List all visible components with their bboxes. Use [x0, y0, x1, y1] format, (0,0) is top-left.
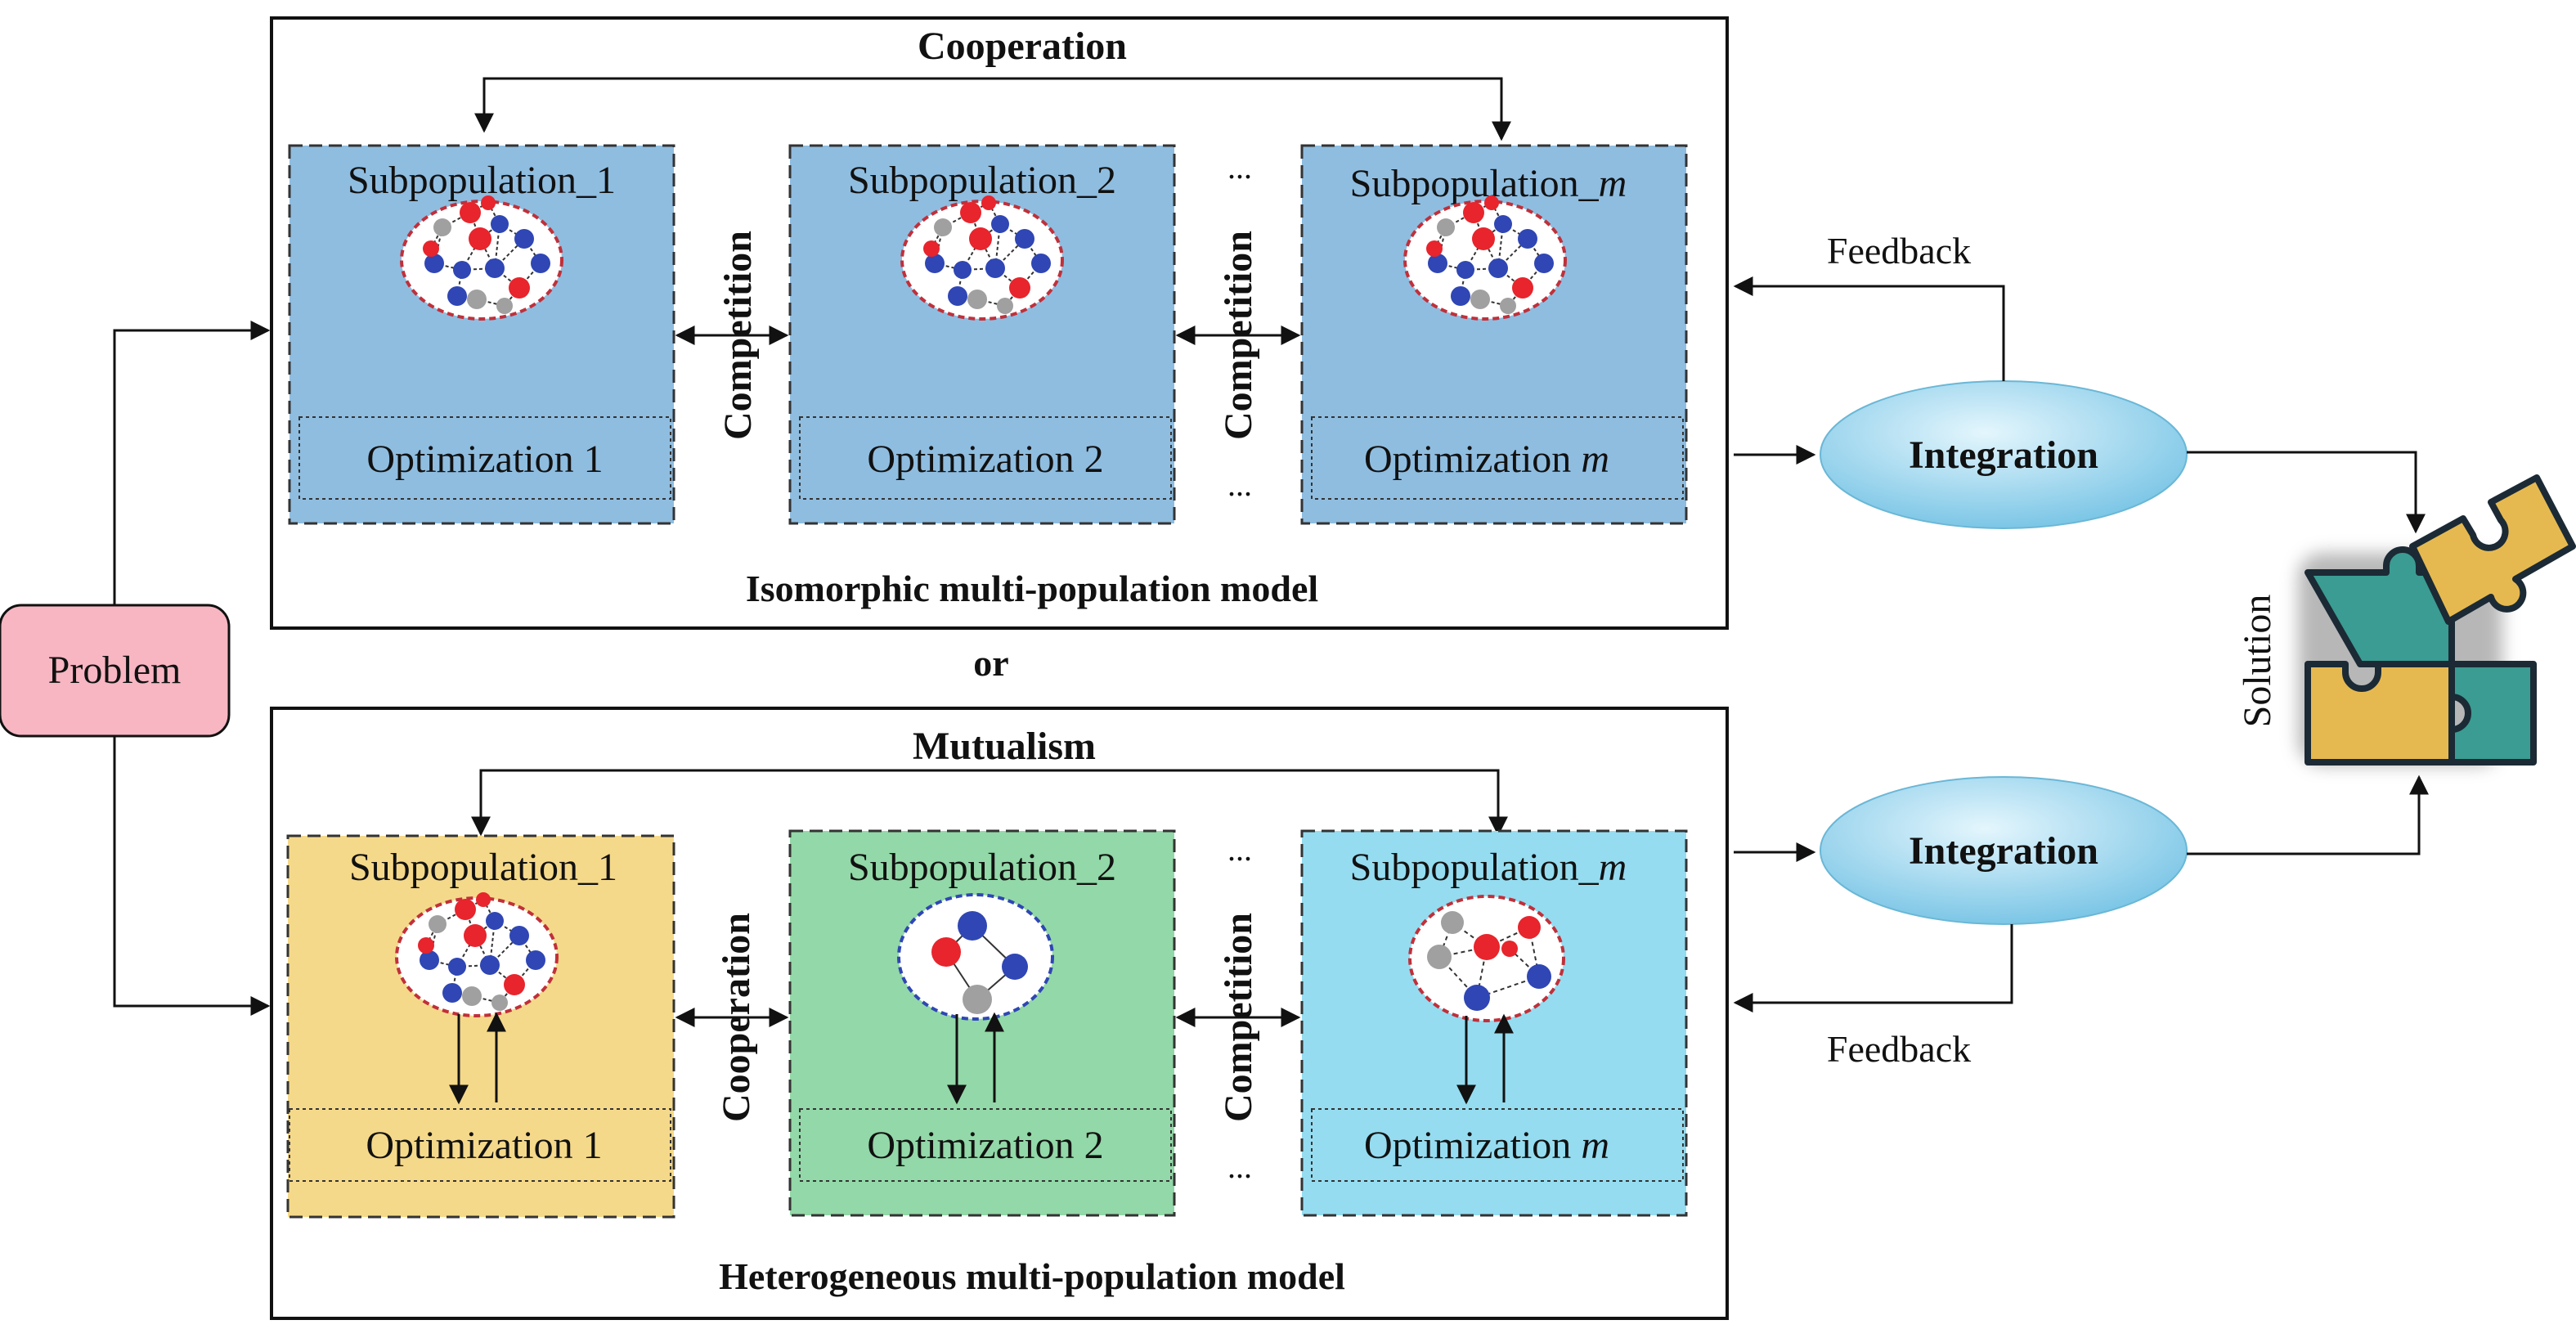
heterogeneous-model: Mutualism Subpopulation_1 Optimization 1…	[270, 707, 1729, 1320]
hetero-ellipsis-bottom: ...	[1227, 1148, 1252, 1185]
iso-feedback-arrow	[1733, 276, 2005, 381]
hetero-mutualism-label: Mutualism	[913, 725, 1096, 768]
solution: Solution	[2236, 474, 2576, 766]
isomorphic-frame	[270, 16, 1729, 630]
iso-subpopulation-1: Subpopulation_1 Optimization 1	[288, 144, 675, 525]
puzzle-icon	[2298, 474, 2576, 766]
problem-node: Problem	[0, 604, 231, 738]
iso-competition-label-2: Competition	[1217, 231, 1260, 440]
iso-feedback-label: Feedback	[1827, 230, 1971, 272]
problem-connectors	[113, 321, 271, 1016]
hetero-subm-network	[1408, 895, 1565, 1022]
hetero-sub2-optimization: Optimization 2	[867, 1124, 1103, 1167]
hetero-subm-name: Subpopulation_m	[1350, 846, 1627, 889]
iso-ellipsis-bottom: ...	[1227, 466, 1252, 503]
hetero-subpopulation-2: Subpopulation_2 Optimization 2	[788, 829, 1176, 1217]
iso-sub2-network	[900, 195, 1064, 321]
iso-ellipsis-top: ...	[1227, 149, 1252, 186]
hetero-subpopulation-1: Subpopulation_1 Optimization 1	[286, 834, 675, 1219]
iso-sub1-optimization: Optimization 1	[366, 438, 603, 481]
iso-cooperation-arrow	[474, 77, 1511, 141]
iso-competition-label-1: Competition	[716, 231, 760, 440]
hetero-sub1-network	[395, 892, 559, 1017]
hetero-sub1-name: Subpopulation_1	[349, 846, 617, 889]
hetero-integration: Integration Feedback	[1733, 775, 2429, 1070]
hetero-mutualism-arrow	[471, 769, 1508, 837]
hetero-sub2-name: Subpopulation_2	[848, 846, 1116, 889]
iso-subm-optimization: Optimization m	[1364, 438, 1609, 481]
heterogeneous-frame	[270, 707, 1729, 1320]
hetero-feedback-label: Feedback	[1827, 1028, 1971, 1070]
heterogeneous-model-title: Heterogeneous multi-population model	[719, 1255, 1345, 1297]
isomorphic-model: Cooperation Subpopulation_1 Optimization…	[270, 16, 1729, 630]
iso-sub2-name: Subpopulation_2	[848, 159, 1116, 202]
hetero-subpopulation-m: Subpopulation_m	[1300, 829, 1688, 1217]
solution-label: Solution	[2236, 595, 2279, 728]
hetero-subm-optimization: Optimization m	[1364, 1124, 1609, 1167]
iso-sub2-optimization: Optimization 2	[867, 438, 1103, 481]
problem-label: Problem	[48, 649, 182, 692]
hetero-ellipsis-top: ...	[1227, 831, 1252, 868]
hetero-competition-label: Competition	[1217, 913, 1260, 1122]
hetero-sub2-network	[897, 893, 1054, 1021]
iso-subm-name: Subpopulation_m	[1350, 162, 1627, 205]
isomorphic-model-title: Isomorphic multi-population model	[746, 568, 1318, 609]
iso-sub1-network	[400, 195, 563, 321]
iso-integration: Integration Feedback	[1733, 230, 2426, 534]
iso-integration-label: Integration	[1909, 433, 2098, 477]
iso-subpopulation-m: Subpopulation_m Optimization m	[1300, 144, 1688, 525]
iso-subm-network	[1403, 195, 1567, 321]
or-label: or	[973, 642, 1008, 684]
hetero-integration-label: Integration	[1909, 829, 2098, 873]
iso-to-solution-arrow	[2187, 451, 2426, 534]
hetero-cooperation-label: Cooperation	[715, 913, 758, 1122]
hetero-feedback-arrow	[1733, 924, 2013, 1012]
hetero-sub1-optimization: Optimization 1	[366, 1124, 602, 1167]
hetero-to-solution-arrow	[2187, 775, 2429, 855]
iso-subpopulation-2: Subpopulation_2 Optimization 2	[788, 144, 1176, 525]
iso-cooperation-label: Cooperation	[918, 25, 1127, 68]
iso-sub1-name: Subpopulation_1	[348, 159, 616, 202]
